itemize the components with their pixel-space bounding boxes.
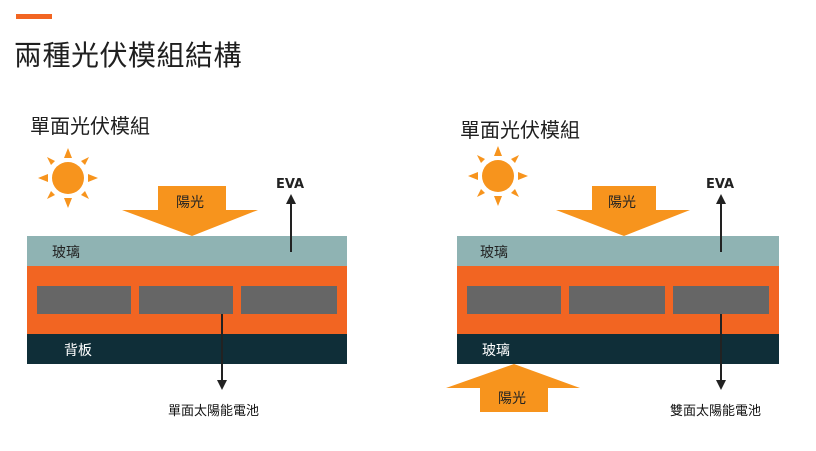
left-cell-3: [241, 286, 337, 314]
right-sunlight-arrow-bottom: [446, 364, 580, 412]
right-panel-title: 單面光伏模組: [460, 118, 580, 142]
right-sunlight-arrow-top: [556, 186, 690, 236]
right-sun-icon: [468, 146, 528, 206]
right-cell-3: [673, 286, 769, 314]
right-glass-layer-bottom: [457, 334, 779, 364]
right-glass-layer-top: [457, 236, 779, 266]
right-cell-caption: 雙面太陽能電池: [670, 404, 762, 419]
left-cell-1: [37, 286, 131, 314]
page-title: 兩種光伏模組結構: [14, 39, 243, 72]
right-sunlight-top-label: 陽光: [608, 195, 636, 211]
left-sunlight-arrow: [122, 186, 258, 236]
left-glass-label: 玻璃: [52, 245, 80, 261]
title-accent-bar: [16, 14, 52, 19]
left-backsheet-label: 背板: [64, 343, 92, 359]
right-glass-top-label: 玻璃: [480, 245, 508, 261]
left-cell-caption: 單面太陽能電池: [168, 404, 260, 419]
left-cell-2: [139, 286, 233, 314]
right-sunlight-bottom-label: 陽光: [498, 391, 526, 407]
left-glass-layer: [27, 236, 347, 266]
right-eva-label: EVA: [706, 177, 735, 192]
left-sunlight-label: 陽光: [176, 195, 204, 211]
right-glass-bottom-label: 玻璃: [482, 343, 510, 359]
right-cell-2: [569, 286, 665, 314]
left-sun-icon: [38, 148, 98, 208]
left-backsheet-layer: [27, 334, 347, 364]
right-cell-1: [467, 286, 561, 314]
left-eva-label: EVA: [276, 177, 305, 192]
left-panel-title: 單面光伏模組: [30, 114, 150, 138]
